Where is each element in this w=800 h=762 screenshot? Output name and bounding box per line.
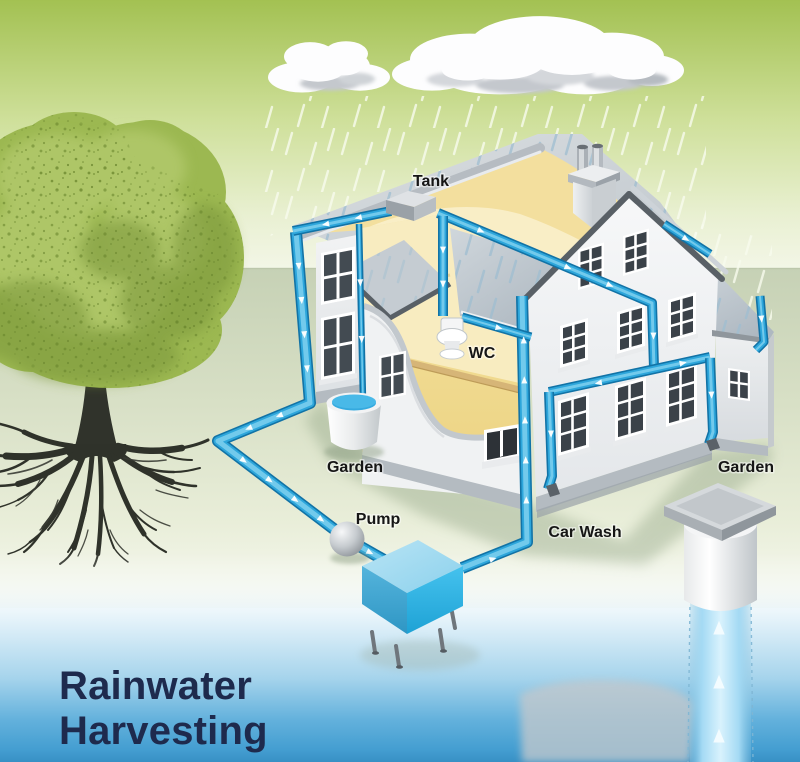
page-title: Rainwater Harvesting: [59, 664, 268, 753]
label-car-wash: Car Wash: [548, 524, 621, 541]
underground-slab: [520, 679, 695, 762]
left-wall-strip: [316, 234, 362, 404]
lower-window: [664, 363, 699, 433]
box-left: [362, 566, 407, 634]
recharge-well: [664, 483, 776, 762]
label-garden-left: Garden: [327, 459, 383, 476]
window: [728, 368, 750, 402]
pump-sphere: [329, 521, 370, 564]
lower-window: [613, 377, 648, 447]
downspout-shoes: [546, 438, 720, 497]
porch-roof: [340, 240, 452, 321]
box-legs: [370, 610, 457, 668]
window: [379, 350, 406, 400]
tree-roots: [0, 422, 210, 567]
title-line1: Rainwater: [59, 664, 252, 708]
gable-window: [623, 228, 649, 276]
upper-window: [558, 317, 590, 374]
chimney: [568, 143, 620, 228]
cloud-right: [392, 16, 684, 95]
window: [319, 311, 357, 386]
tree-foliage: [0, 112, 244, 388]
label-pump: Pump: [356, 511, 401, 528]
label-tank: Tank: [413, 173, 449, 190]
base-left: [362, 455, 532, 512]
house-ground-shadow: [305, 400, 772, 566]
right-wing: [712, 330, 774, 456]
diagram-labels: Tank WC Garden Pump Car Wash Garden: [325, 172, 775, 543]
tree: [0, 112, 244, 567]
window: [319, 246, 357, 311]
well-cap: [664, 483, 776, 541]
basement-windows: [482, 424, 522, 469]
label-garden-right: Garden: [718, 459, 774, 476]
garden-pot-left: [324, 392, 384, 460]
pipes: [212, 191, 769, 574]
lower-window: [556, 392, 591, 462]
wc-toilet: [436, 317, 468, 360]
tank-box: [386, 191, 436, 221]
upper-window: [666, 291, 698, 348]
cloud-left: [268, 41, 390, 93]
box-top: [362, 540, 463, 593]
torn-wall: [362, 303, 525, 500]
clouds: [268, 16, 684, 95]
box-right: [407, 566, 463, 634]
title-line2: Harvesting: [59, 709, 268, 753]
storage-tank-box: [360, 540, 480, 670]
label-wc: WC: [469, 345, 496, 362]
upper-window: [615, 303, 647, 360]
